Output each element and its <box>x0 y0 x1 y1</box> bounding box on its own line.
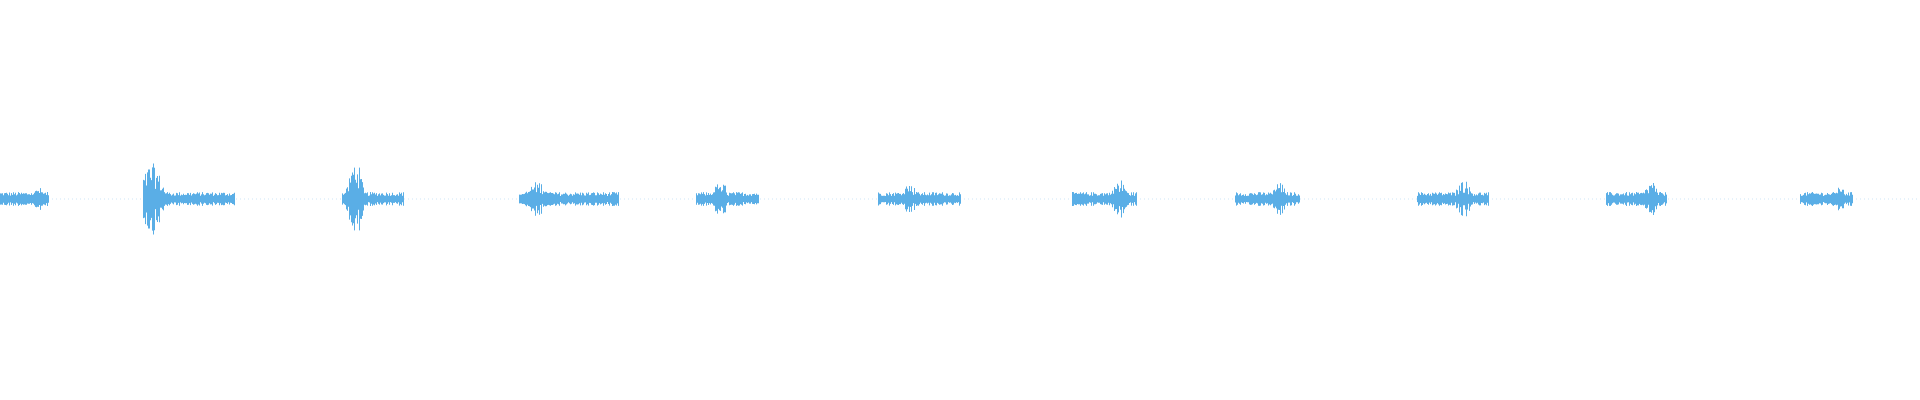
waveform-signal <box>0 163 1853 235</box>
